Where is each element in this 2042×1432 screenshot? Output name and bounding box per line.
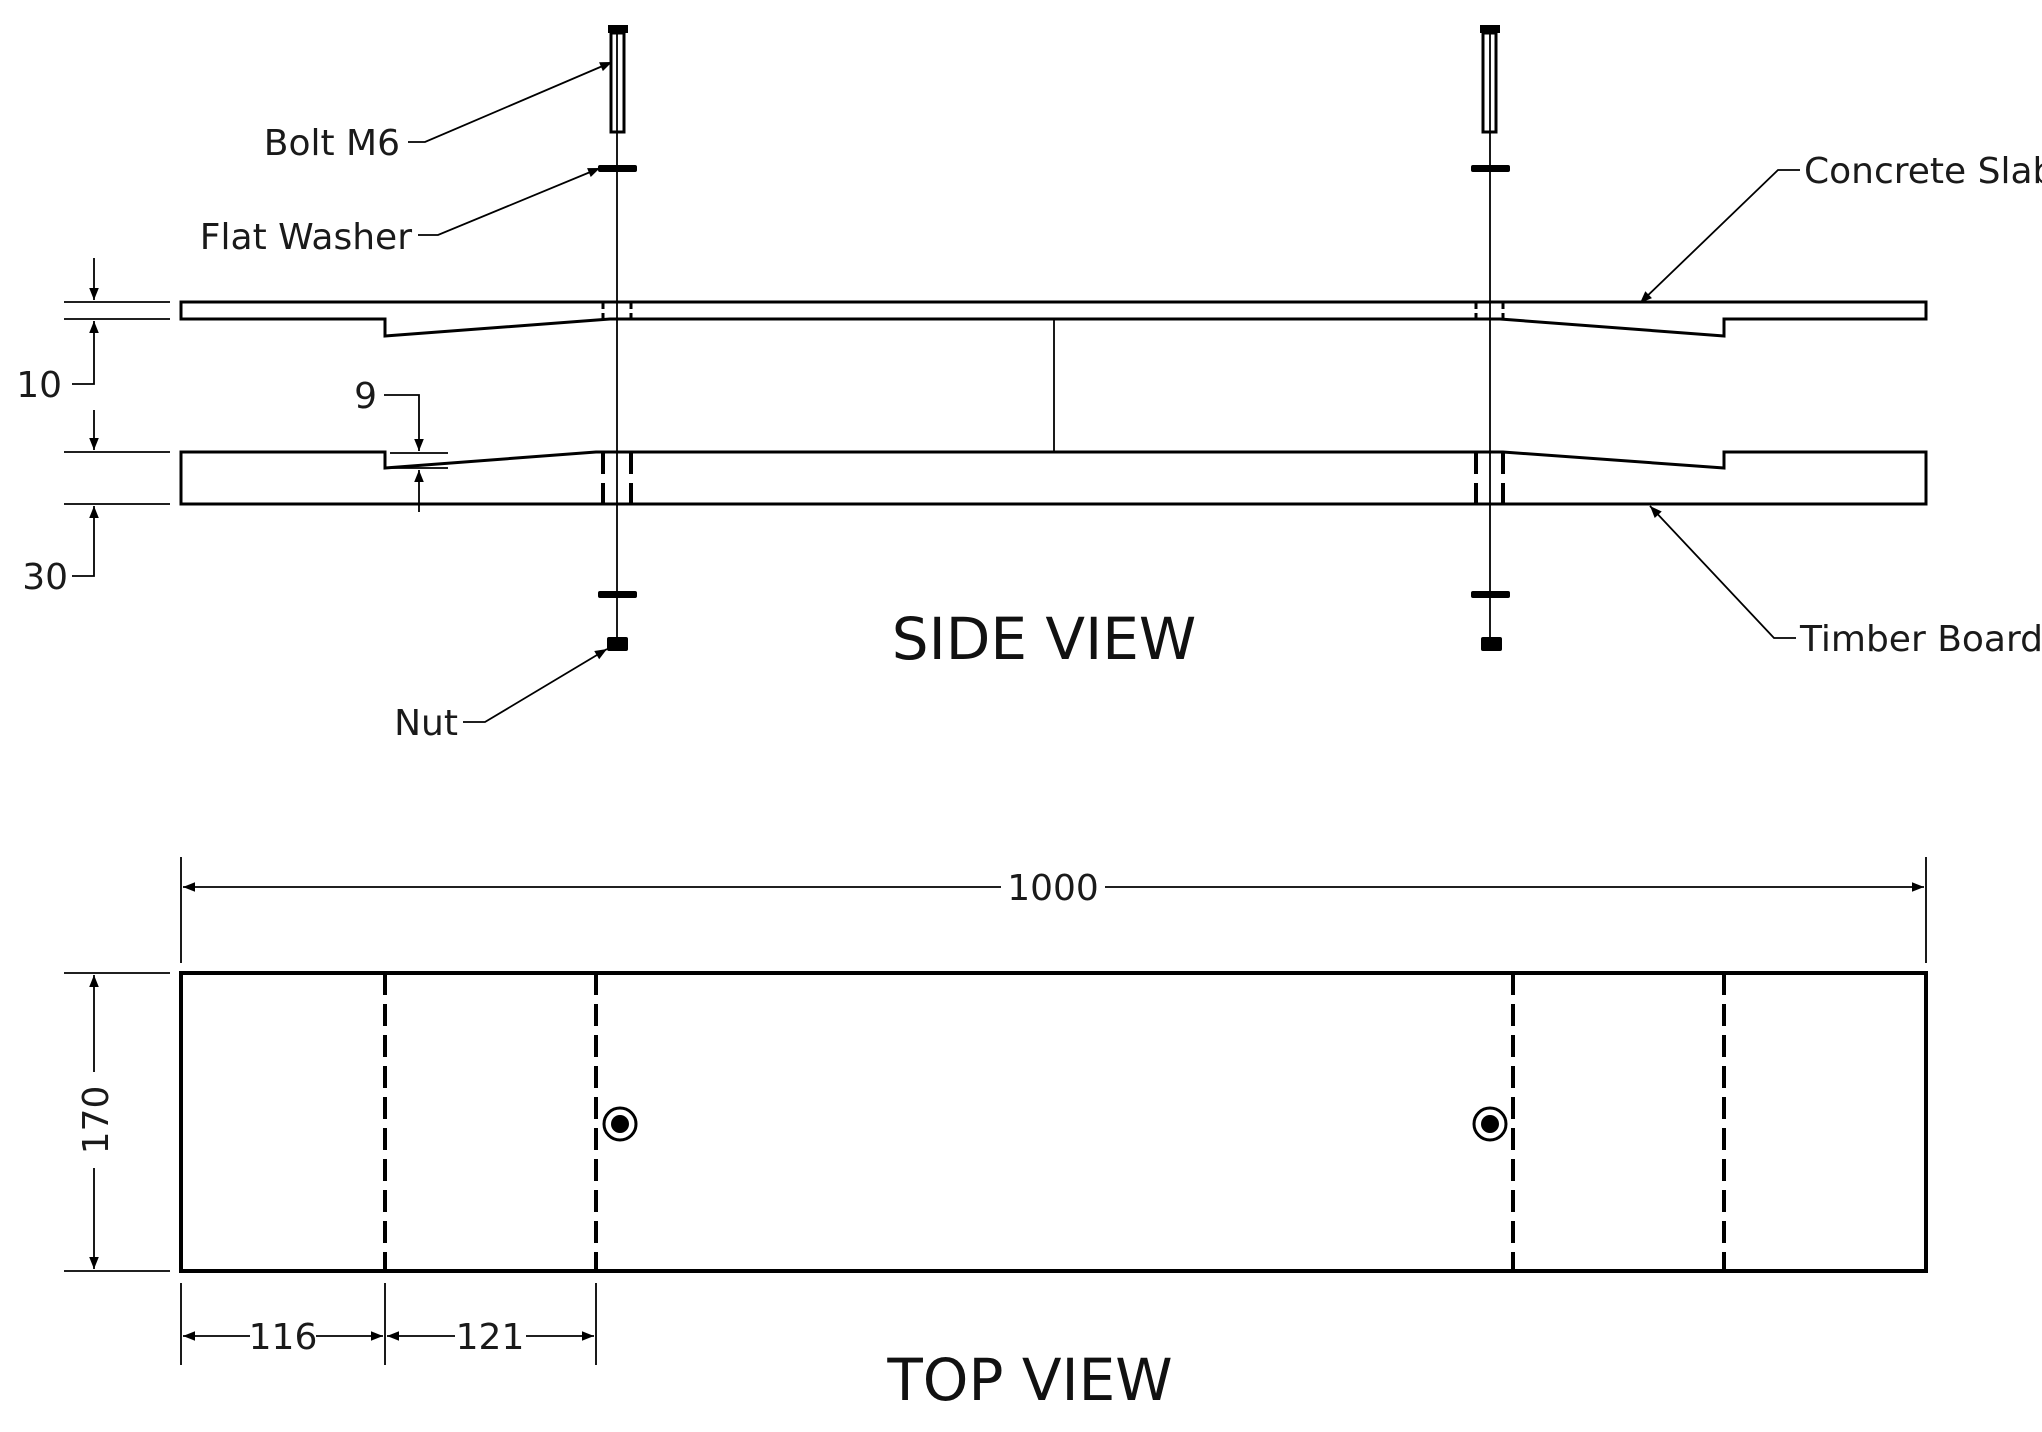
dim-length: 1000 [1007, 868, 1099, 909]
nut-label: Nut [394, 703, 458, 744]
bolt-icon [608, 25, 628, 33]
dim-width: 170 [76, 1086, 117, 1155]
concrete-slab-outline [179, 300, 1928, 338]
bolt-head-icon [602, 1106, 638, 1142]
bolt-label: Bolt M6 [264, 123, 400, 164]
dim-notch: 9 [354, 376, 377, 417]
nut-icon [607, 637, 628, 651]
bolt-holes [601, 302, 1505, 504]
nut-callout: Nut [394, 648, 608, 744]
top-view-outline [179, 971, 1928, 1273]
dim-end-segment: 116 [249, 1317, 318, 1358]
bolt-icon [1480, 25, 1500, 33]
dim-board: 30 [22, 557, 68, 598]
board-label: Timber Board [1799, 619, 2042, 660]
dim-taper-segment: 121 [456, 1317, 525, 1358]
slab-label: Concrete Slab [1804, 151, 2042, 192]
slab-callout: Concrete Slab [1639, 151, 2042, 304]
side-view-title: SIDE VIEW [892, 605, 1196, 673]
timber-board-outline [179, 450, 1928, 506]
side-view: Bolt M6 Flat Washer Nut Concrete Slab Ti… [16, 25, 2042, 744]
width-dimension: 170 [64, 972, 170, 1272]
top-view-title: TOP VIEW [886, 1346, 1172, 1414]
washer-label: Flat Washer [200, 217, 412, 258]
bolt-callout: Bolt M6 [264, 61, 613, 164]
right-bolt-assembly [1471, 25, 1510, 651]
washer-icon [598, 165, 637, 172]
washer-icon [598, 591, 637, 598]
top-view: 1000 170 116 121 TOP VIEW [64, 857, 1928, 1414]
nut-icon [1481, 637, 1502, 651]
washer-icon [1471, 165, 1510, 172]
washer-icon [1471, 591, 1510, 598]
length-dimension: 1000 [180, 857, 1927, 963]
taper-lines [383, 973, 1726, 1271]
bolt-head-icon [1472, 1106, 1508, 1142]
segment-dimensions: 116 121 [180, 1283, 597, 1365]
washer-callout: Flat Washer [200, 167, 601, 258]
side-dimensions: 10 30 9 [16, 258, 448, 598]
left-bolt-assembly [598, 25, 637, 651]
dim-gap: 10 [16, 365, 62, 406]
board-callout: Timber Board [1649, 505, 2042, 660]
